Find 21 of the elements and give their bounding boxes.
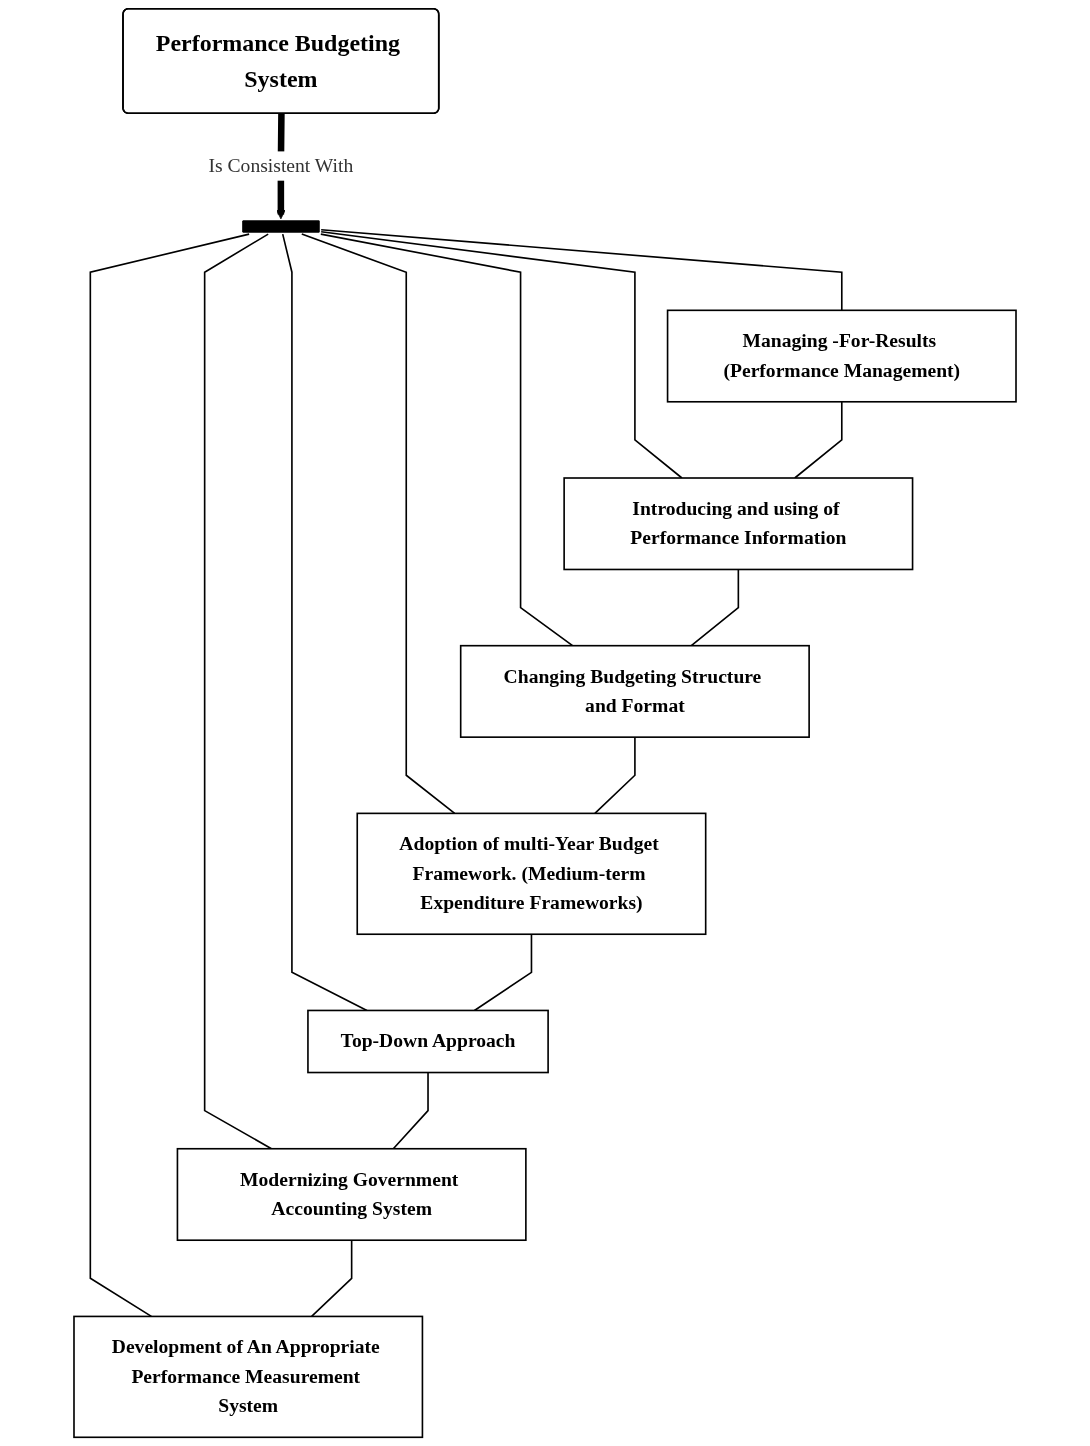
- connector: [793, 400, 843, 479]
- connector: [473, 933, 533, 1012]
- node-box: Adoption of multi-Year Budget Framework. (Medium-term Expenditure Frameworks): [356, 812, 707, 936]
- connector: [203, 233, 273, 1150]
- node-box: Managing -For-Results (Performance Management): [666, 309, 1017, 403]
- connector: [300, 233, 456, 815]
- connector: [320, 228, 843, 312]
- node-box: Introducing and using of Performance Information: [563, 477, 914, 571]
- node-box: Modernizing Government Accounting System: [176, 1147, 527, 1242]
- node-box: Development of An Appropriate Performance Measurement System: [73, 1315, 424, 1439]
- node-box: Changing Budgeting Structure and Format: [459, 644, 810, 738]
- connector: [320, 233, 574, 647]
- connector: [392, 1071, 429, 1150]
- connector: [320, 230, 683, 479]
- connector: [690, 568, 740, 647]
- edge-label: Is Consistent With: [208, 154, 354, 177]
- connector: [89, 233, 250, 1318]
- connector: [594, 736, 636, 815]
- connector: [281, 233, 368, 1012]
- node-box: Top-Down Approach: [307, 1009, 549, 1074]
- connector: [310, 1239, 353, 1318]
